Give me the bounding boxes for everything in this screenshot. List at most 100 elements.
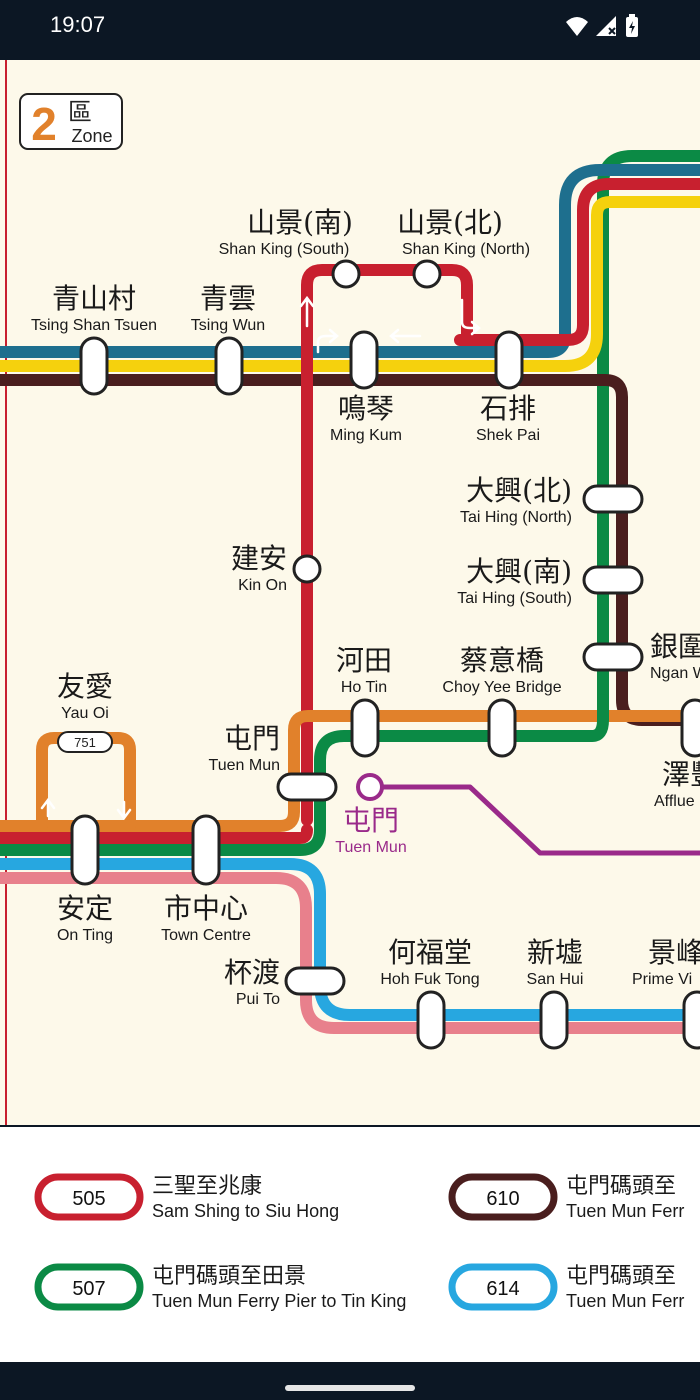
svg-text:Tuen Mun Ferr: Tuen Mun Ferr bbox=[566, 1291, 684, 1311]
stop-pui-to bbox=[284, 966, 346, 996]
route-line-teal bbox=[0, 164, 700, 358]
status-time: 19:07 bbox=[50, 12, 106, 37]
route-legend: 505 三聖至兆康 Sam Shing to Siu Hong 610 屯門碼頭… bbox=[0, 1127, 700, 1362]
stop-kin-on bbox=[292, 554, 322, 584]
label-ngan-wai-en: Ngan W bbox=[650, 665, 700, 682]
status-bar: 19:07 bbox=[0, 0, 700, 52]
signal-icon bbox=[596, 16, 616, 36]
stop-shan-king-north bbox=[412, 259, 442, 289]
route-map[interactable]: 2 區 Zone bbox=[0, 60, 700, 1125]
label-pui-to-zh: 杯渡 bbox=[224, 956, 280, 989]
label-shek-pai-zh: 石排 bbox=[480, 392, 536, 425]
route-line-cyan bbox=[0, 858, 700, 1021]
label-tuen-mun-zh: 屯門 bbox=[224, 722, 280, 755]
label-tuen-mun-en: Tuen Mun bbox=[209, 757, 280, 774]
label-yau-oi-en: Yau Oi bbox=[61, 705, 109, 722]
label-tuen-mun-west-rail-en: Tuen Mun bbox=[335, 839, 406, 856]
svg-text:屯門碼頭至: 屯門碼頭至 bbox=[566, 1264, 676, 1289]
label-yau-oi-zh: 友愛 bbox=[57, 670, 113, 703]
direction-arrows bbox=[40, 295, 481, 821]
label-town-centre-zh: 市中心 bbox=[164, 892, 248, 925]
status-icons bbox=[566, 14, 638, 37]
stop-tai-hing-south bbox=[582, 565, 644, 595]
label-tai-hing-south-en: Tai Hing (South) bbox=[457, 590, 572, 607]
stop-affluence bbox=[680, 698, 700, 758]
stop-ming-kum bbox=[349, 330, 379, 390]
label-shan-king-north-en: Shan King (North) bbox=[402, 241, 530, 258]
route-map-canvas: 2 區 Zone bbox=[0, 60, 700, 1125]
label-shan-king-north-zh: 山景(北) bbox=[397, 206, 503, 239]
stop-ngan-wai bbox=[582, 642, 644, 672]
label-shan-king-south-zh: 山景(南) bbox=[247, 206, 353, 239]
svg-text:505: 505 bbox=[72, 1188, 105, 1210]
svg-text:507: 507 bbox=[72, 1278, 105, 1300]
label-town-centre-en: Town Centre bbox=[161, 927, 251, 944]
legend-route-507[interactable]: 507 屯門碼頭至田景 Tuen Mun Ferry Pier to Tin K… bbox=[34, 1263, 406, 1311]
label-san-hui-en: San Hui bbox=[527, 971, 584, 988]
label-kin-on-en: Kin On bbox=[238, 577, 287, 594]
stop-ho-tin bbox=[350, 698, 380, 758]
label-hoh-fuk-tong-en: Hoh Fuk Tong bbox=[380, 971, 479, 988]
stop-san-hui bbox=[539, 990, 569, 1050]
stop-on-ting bbox=[70, 814, 100, 886]
label-choy-yee-bridge-zh: 蔡意橋 bbox=[460, 644, 544, 677]
zone-en: Zone bbox=[71, 126, 112, 146]
label-affluence-zh: 澤豐 bbox=[662, 758, 700, 791]
stop-markers[interactable] bbox=[70, 259, 700, 1050]
label-on-ting-en: On Ting bbox=[57, 927, 113, 944]
route-751-badge: 751 bbox=[57, 731, 113, 753]
route-line-purple bbox=[367, 784, 700, 856]
legend-route-614[interactable]: 614 屯門碼頭至 Tuen Mun Ferr bbox=[448, 1263, 684, 1311]
label-tsing-shan-tsuen-zh: 青山村 bbox=[52, 282, 136, 315]
svg-text:Tuen Mun Ferry Pier to Tin Kin: Tuen Mun Ferry Pier to Tin King bbox=[152, 1291, 406, 1311]
route-line-red-loop bbox=[301, 264, 473, 826]
route-line-red-south bbox=[0, 824, 313, 844]
svg-text:Sam Shing to Siu Hong: Sam Shing to Siu Hong bbox=[152, 1201, 339, 1221]
stop-tai-hing-north bbox=[582, 484, 644, 514]
label-ngan-wai-zh: 銀圍 bbox=[650, 630, 700, 663]
stop-tsing-wun bbox=[214, 336, 244, 396]
stop-tuen-mun-west-rail[interactable] bbox=[356, 773, 384, 801]
zone-number: 2 bbox=[31, 98, 57, 150]
label-tai-hing-north-zh: 大興(北) bbox=[466, 474, 572, 507]
stop-tuen-mun bbox=[276, 772, 338, 802]
route-line-orange bbox=[0, 710, 700, 832]
home-gesture-handle[interactable] bbox=[285, 1385, 415, 1391]
stop-town-centre bbox=[191, 814, 221, 886]
label-tuen-mun-west-rail-zh: 屯門 bbox=[343, 804, 399, 837]
route-line-pink bbox=[0, 872, 700, 1034]
stop-tsing-shan-tsuen bbox=[79, 336, 109, 396]
label-ming-kum-en: Ming Kum bbox=[330, 427, 402, 444]
label-prime-view-zh: 景峰 bbox=[648, 936, 700, 969]
svg-text:三聖至兆康: 三聖至兆康 bbox=[152, 1174, 262, 1199]
svg-text:屯門碼頭至田景: 屯門碼頭至田景 bbox=[152, 1264, 306, 1289]
route-line-yellow bbox=[0, 196, 700, 372]
legend-route-610[interactable]: 610 屯門碼頭至 Tuen Mun Ferr bbox=[448, 1173, 684, 1221]
navigation-bar bbox=[0, 1362, 700, 1400]
svg-text:Tuen Mun Ferr: Tuen Mun Ferr bbox=[566, 1201, 684, 1221]
stop-choy-yee-bridge bbox=[487, 698, 517, 758]
svg-text:610: 610 bbox=[486, 1188, 519, 1210]
battery-icon bbox=[626, 14, 638, 37]
svg-text:屯門碼頭至: 屯門碼頭至 bbox=[566, 1174, 676, 1199]
label-tsing-wun-zh: 青雲 bbox=[200, 282, 256, 315]
label-hoh-fuk-tong-zh: 何福堂 bbox=[388, 936, 472, 969]
svg-text:614: 614 bbox=[486, 1278, 519, 1300]
label-choy-yee-bridge-en: Choy Yee Bridge bbox=[442, 679, 561, 696]
label-shek-pai-en: Shek Pai bbox=[476, 427, 540, 444]
label-ho-tin-zh: 河田 bbox=[336, 644, 392, 677]
legend-route-505[interactable]: 505 三聖至兆康 Sam Shing to Siu Hong bbox=[34, 1173, 339, 1221]
stop-shek-pai bbox=[494, 330, 524, 390]
label-tsing-shan-tsuen-en: Tsing Shan Tsuen bbox=[31, 317, 157, 334]
route-line-green-south bbox=[0, 694, 609, 856]
legend-canvas: 505 三聖至兆康 Sam Shing to Siu Hong 610 屯門碼頭… bbox=[34, 1173, 684, 1311]
stop-hoh-fuk-tong bbox=[416, 990, 446, 1050]
wifi-icon bbox=[566, 17, 588, 36]
label-shan-king-south-en: Shan King (South) bbox=[219, 241, 350, 258]
label-tsing-wun-en: Tsing Wun bbox=[191, 317, 265, 334]
label-affluence-en: Afflue bbox=[654, 793, 695, 810]
label-on-ting-zh: 安定 bbox=[57, 892, 113, 925]
label-tai-hing-south-zh: 大興(南) bbox=[466, 555, 572, 588]
zone-zh: 區 bbox=[68, 98, 92, 126]
stop-shan-king-south bbox=[331, 259, 361, 289]
